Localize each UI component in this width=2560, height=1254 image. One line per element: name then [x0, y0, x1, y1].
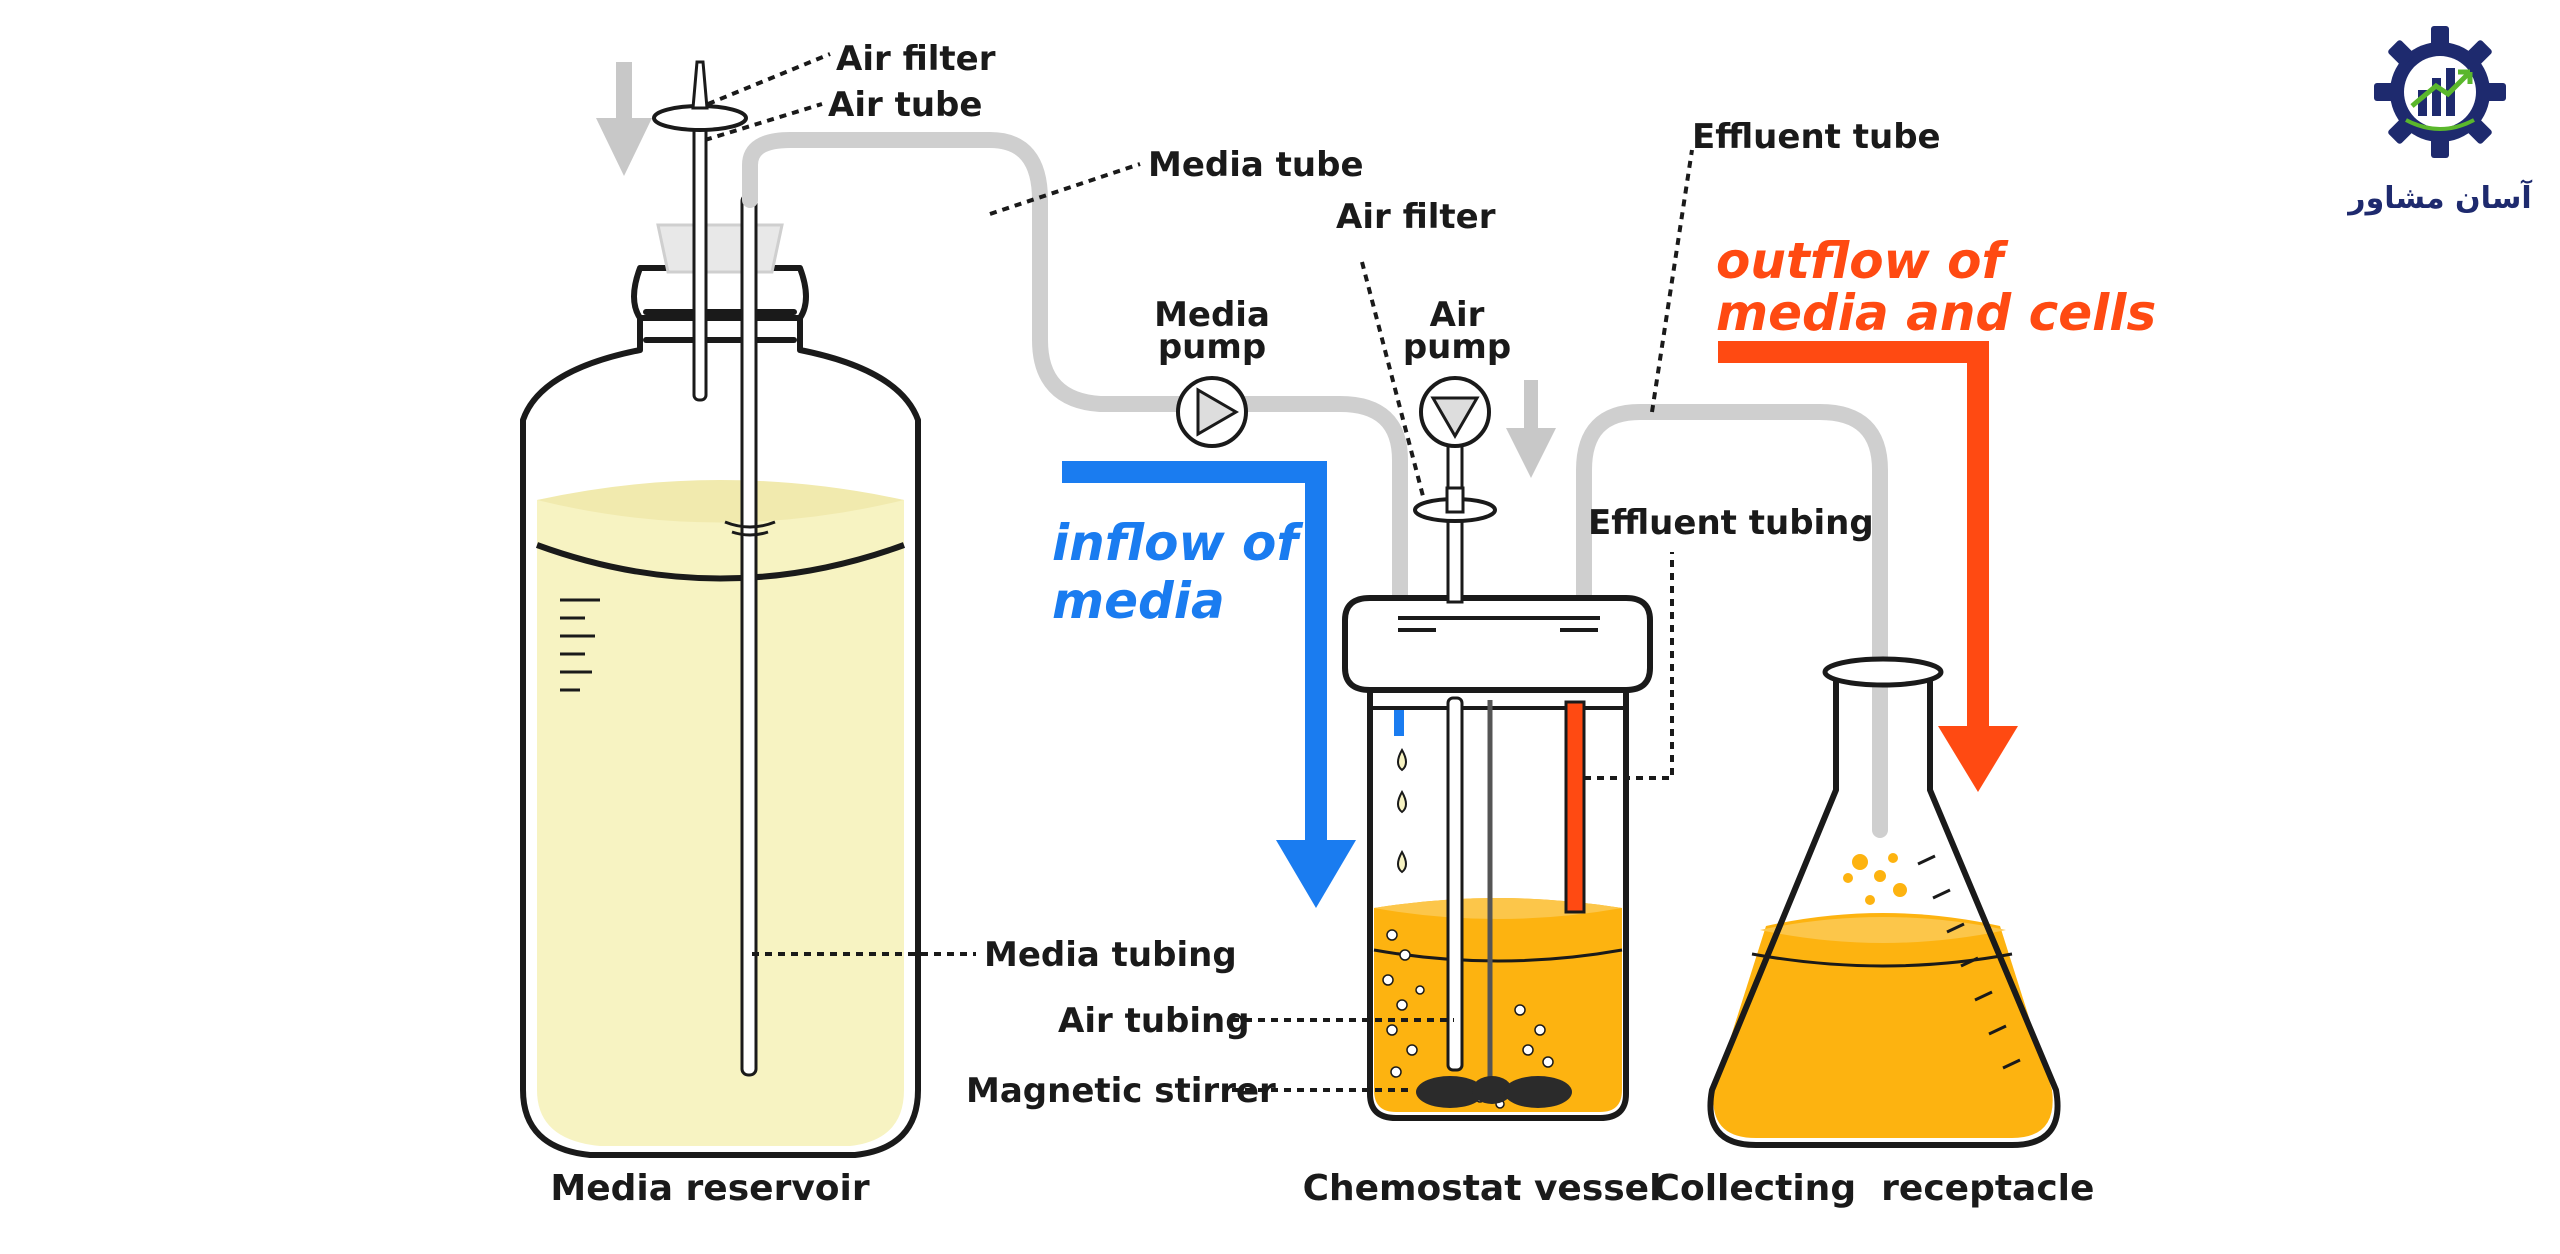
- label-air-pump-line2: pump: [1403, 327, 1511, 367]
- caption-collecting-receptacle: Collecting receptacle: [1654, 1168, 2095, 1209]
- vessel-lid: [1342, 595, 1653, 693]
- label-air-filter-top: Air filter: [836, 39, 996, 79]
- outflow-arrow: [1718, 341, 2018, 792]
- label-media-tube: Media tube: [1148, 145, 1364, 185]
- vessel-air-tubing: [1446, 696, 1464, 1072]
- label-media-pump-line2: pump: [1158, 327, 1266, 367]
- flask-outline: [1707, 677, 2061, 1148]
- vessel-culture: [1374, 898, 1622, 1112]
- reservoir-air-filter: [652, 60, 748, 132]
- magnetic-stirrer-icon: [1416, 1076, 1572, 1108]
- air-pump-icon: [1419, 376, 1491, 448]
- reservoir-bottle: [520, 315, 921, 1158]
- inflow-label-line1: inflow of: [1052, 514, 1303, 572]
- label-media-pump-line1: Media: [1154, 295, 1270, 335]
- inflow-label-line2: media: [1052, 572, 1225, 630]
- air-inlet-arrow-icon: [1506, 380, 1556, 478]
- logo-text: آسان مشاور: [2346, 179, 2532, 216]
- effluent-tube: [1576, 404, 1888, 838]
- caption-chemostat-vessel: Chemostat vessel: [1303, 1168, 1662, 1209]
- label-air-pump-line1: Air: [1430, 295, 1485, 335]
- caption-media-reservoir: Media reservoir: [550, 1168, 869, 1209]
- reservoir-media-tubing: [740, 193, 758, 1077]
- chemostat-vessel: [1342, 442, 1653, 1121]
- gear-chart-logo-icon: [2374, 26, 2506, 158]
- outflow-label-line2: media and cells: [1716, 284, 2156, 342]
- label-air-tubing: Air tubing: [1058, 1001, 1250, 1041]
- label-effluent-tube: Effluent tube: [1692, 117, 1941, 157]
- brand-logo: آسان مشاور: [2346, 26, 2532, 216]
- label-magnetic-stirrer: Magnetic stirrer: [966, 1071, 1276, 1111]
- media-reservoir: [520, 60, 921, 1158]
- flask-culture: [1713, 913, 2053, 1138]
- reservoir-stopper: [656, 223, 784, 274]
- media-pump-icon: [1176, 376, 1248, 448]
- outflow-label-line1: outflow of: [1716, 232, 2009, 290]
- label-air-tube: Air tube: [828, 85, 982, 125]
- vessel-effluent-tubing: [1564, 700, 1586, 914]
- label-air-filter-mid: Air filter: [1336, 197, 1496, 237]
- media-tube: [742, 132, 1408, 616]
- air-tube: [692, 118, 708, 402]
- label-media-tubing: Media tubing: [984, 935, 1237, 975]
- label-effluent-tubing: Effluent tubing: [1588, 503, 1874, 543]
- collecting-receptacle: [1707, 656, 2061, 1148]
- reservoir-media-liquid: [537, 485, 904, 1146]
- air-intake-arrow-icon: [596, 62, 652, 176]
- inflow-arrow: [1062, 461, 1356, 908]
